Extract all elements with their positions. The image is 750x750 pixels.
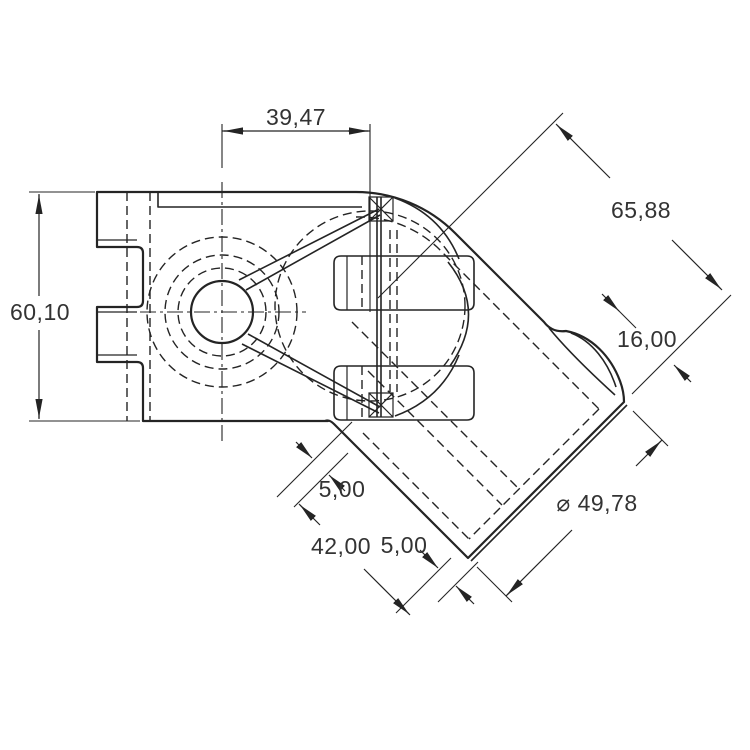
dimension-label-diameter: ⌀ 49,78 xyxy=(556,490,637,516)
arrow-42-00-a xyxy=(299,504,316,521)
ext-42-00 xyxy=(395,557,452,614)
tooth-lower xyxy=(333,365,475,421)
end-cap-curves xyxy=(548,327,617,396)
dimension-label-left-height: 60,10 xyxy=(10,299,70,325)
dimension-label-arm-length: 65,88 xyxy=(611,197,671,223)
top-step-line xyxy=(157,192,362,208)
ext-diameter xyxy=(476,410,669,603)
dimline-42-00 xyxy=(298,503,411,616)
dimension-labels: 39,47 60,10 65,88 16,00 5,00 42,00 5,00 … xyxy=(10,104,677,559)
dimension-label-tube-width: 42,00 xyxy=(311,533,371,559)
arrow-16-00-lower xyxy=(673,364,692,383)
ext-5-00-lower xyxy=(437,561,479,603)
dimension-label-lip-lower: 5,00 xyxy=(381,532,428,558)
arrow-16-00-upper xyxy=(601,293,620,312)
dimension-label-lip-upper: 5,00 xyxy=(319,476,366,502)
ext-39-47 xyxy=(221,124,371,312)
tooth-upper xyxy=(333,255,475,311)
arrow-42-00-b xyxy=(393,598,410,615)
arrow-5-00-lower-a xyxy=(419,549,439,569)
arrow-5-00-upper-a xyxy=(295,441,313,459)
part-outline xyxy=(95,190,626,560)
arrow-5-00-upper-b xyxy=(328,474,346,492)
ext-65-88 xyxy=(377,112,732,395)
ball-curves xyxy=(394,197,470,417)
dimline-diameter xyxy=(505,439,663,597)
arrow-5-00-lower-b xyxy=(455,585,475,605)
dimension-label-end-offset: 16,00 xyxy=(617,326,677,352)
slit-lines xyxy=(238,208,381,414)
tick-16-00 xyxy=(617,309,637,329)
jaw-corner-squares xyxy=(368,196,394,418)
tab-inner-lines xyxy=(97,239,137,356)
arrow-65-88-upper xyxy=(556,124,573,141)
ext-60-10 xyxy=(29,191,140,422)
arrow-diameter-ne xyxy=(645,440,662,457)
end-face-edge xyxy=(470,404,628,562)
arrow-diameter-sw xyxy=(506,579,523,596)
part-view xyxy=(95,190,628,562)
dimension-annotations xyxy=(29,112,732,616)
drawing-lines xyxy=(29,112,732,616)
centerlines xyxy=(140,182,306,442)
jaw-face-lines xyxy=(376,197,382,417)
hidden-elbow-and-bore xyxy=(351,216,600,540)
dimension-label-top-width: 39,47 xyxy=(266,104,326,130)
bore-dashed-circle-1 xyxy=(177,267,267,357)
hidden-jaw-lines xyxy=(361,230,398,420)
ext-5-00-upper xyxy=(276,421,353,508)
swivel-dashed-circle xyxy=(274,210,466,402)
hidden-tab-lines xyxy=(126,192,151,421)
arrow-65-88-lower xyxy=(705,273,722,290)
